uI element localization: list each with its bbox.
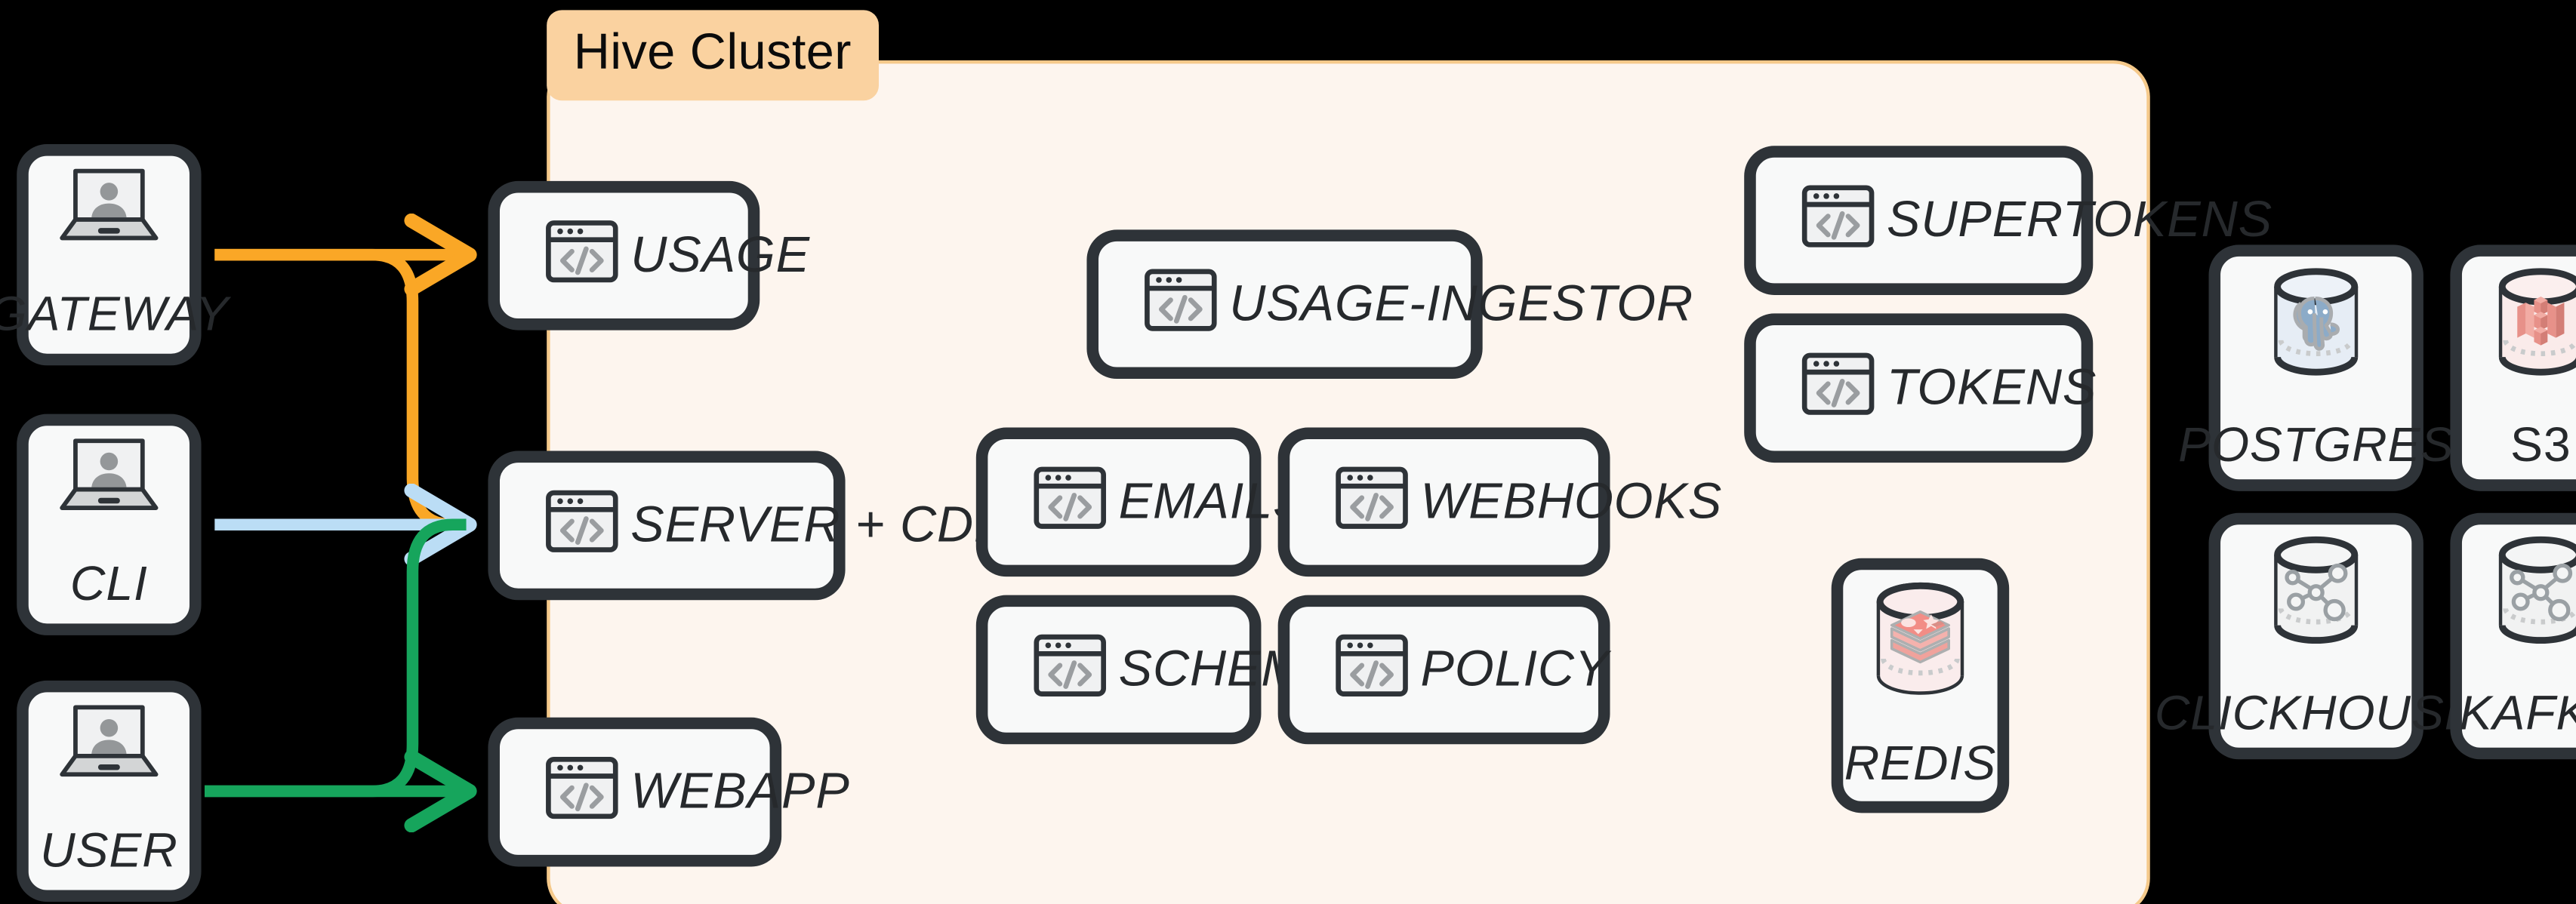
laptop-user-icon <box>52 436 166 528</box>
network-cylinder-icon <box>2259 530 2373 656</box>
laptop-user-icon <box>52 703 166 795</box>
node-emails[interactable]: EMAILS <box>975 427 1307 577</box>
wire-user-to-server-cdn <box>205 518 467 798</box>
node-gateway[interactable]: GATEWAY <box>0 144 228 366</box>
node-kafka[interactable]: KAFKA <box>2450 512 2576 760</box>
code-window-icon <box>544 749 621 835</box>
code-window-icon <box>1333 460 1410 545</box>
node-schema[interactable]: SCHEMA <box>975 595 1337 745</box>
node-label: USAGE-INGESTOR <box>1229 275 1694 331</box>
node-usage-ingestor[interactable]: USAGE-INGESTOR <box>1086 229 1693 380</box>
node-label: USER <box>40 824 178 878</box>
node-label: WEBAPP <box>630 763 850 819</box>
node-webapp[interactable]: WEBAPP <box>488 717 849 867</box>
node-postgres[interactable]: POSTGRES <box>2178 244 2453 491</box>
node-label: POLICY <box>1420 641 1610 696</box>
code-window-icon <box>1800 177 1877 263</box>
node-label: EMAILS <box>1118 473 1308 529</box>
node-label: CLICKHOUSE <box>2154 686 2478 740</box>
code-window-icon <box>1800 346 1877 431</box>
node-cli[interactable]: CLI <box>17 414 202 635</box>
node-tokens[interactable]: TOKENS <box>1744 313 2096 463</box>
node-label: SERVER + CDN <box>630 497 1012 552</box>
node-usage[interactable]: USAGE <box>488 180 809 331</box>
node-label: REDIS <box>1844 737 1997 792</box>
node-label: GATEWAY <box>0 288 230 343</box>
node-label: CLI <box>69 558 148 612</box>
node-policy[interactable]: POLICY <box>1277 595 1610 745</box>
node-webhooks[interactable]: WEBHOOKS <box>1277 427 1721 577</box>
node-label: S3 <box>2510 418 2571 472</box>
node-server-cdn[interactable]: SERVER + CDN <box>488 450 1010 601</box>
node-user[interactable]: USER <box>17 680 202 902</box>
code-window-icon <box>1142 262 1219 347</box>
node-label: POSTGRES <box>2178 418 2454 472</box>
s3-cylinder-icon <box>2484 263 2576 389</box>
node-s3[interactable]: S3 <box>2450 244 2576 491</box>
code-window-icon <box>544 483 621 568</box>
network-cylinder-icon <box>2484 530 2576 656</box>
code-window-icon <box>1333 627 1410 712</box>
code-window-icon <box>1031 627 1108 712</box>
node-label: TOKENS <box>1887 359 2097 415</box>
node-label: WEBHOOKS <box>1420 473 1723 529</box>
node-label: USAGE <box>630 226 810 283</box>
laptop-user-icon <box>52 166 166 258</box>
node-clickhouse[interactable]: CLICKHOUSE <box>2155 512 2477 760</box>
code-window-icon <box>544 213 621 298</box>
postgres-cylinder-icon <box>2259 263 2373 389</box>
node-label: SUPERTOKENS <box>1887 192 2273 248</box>
redis-cylinder-icon <box>1863 578 1977 707</box>
code-window-icon <box>1031 460 1108 545</box>
hive-cluster-badge: Hive Cluster <box>547 10 879 101</box>
node-supertokens[interactable]: SUPERTOKENS <box>1744 146 2272 295</box>
node-label: KAFKA <box>2459 686 2576 740</box>
wire-gateway-to-server-cdn <box>214 248 467 531</box>
node-redis[interactable]: REDIS <box>1831 558 2010 813</box>
